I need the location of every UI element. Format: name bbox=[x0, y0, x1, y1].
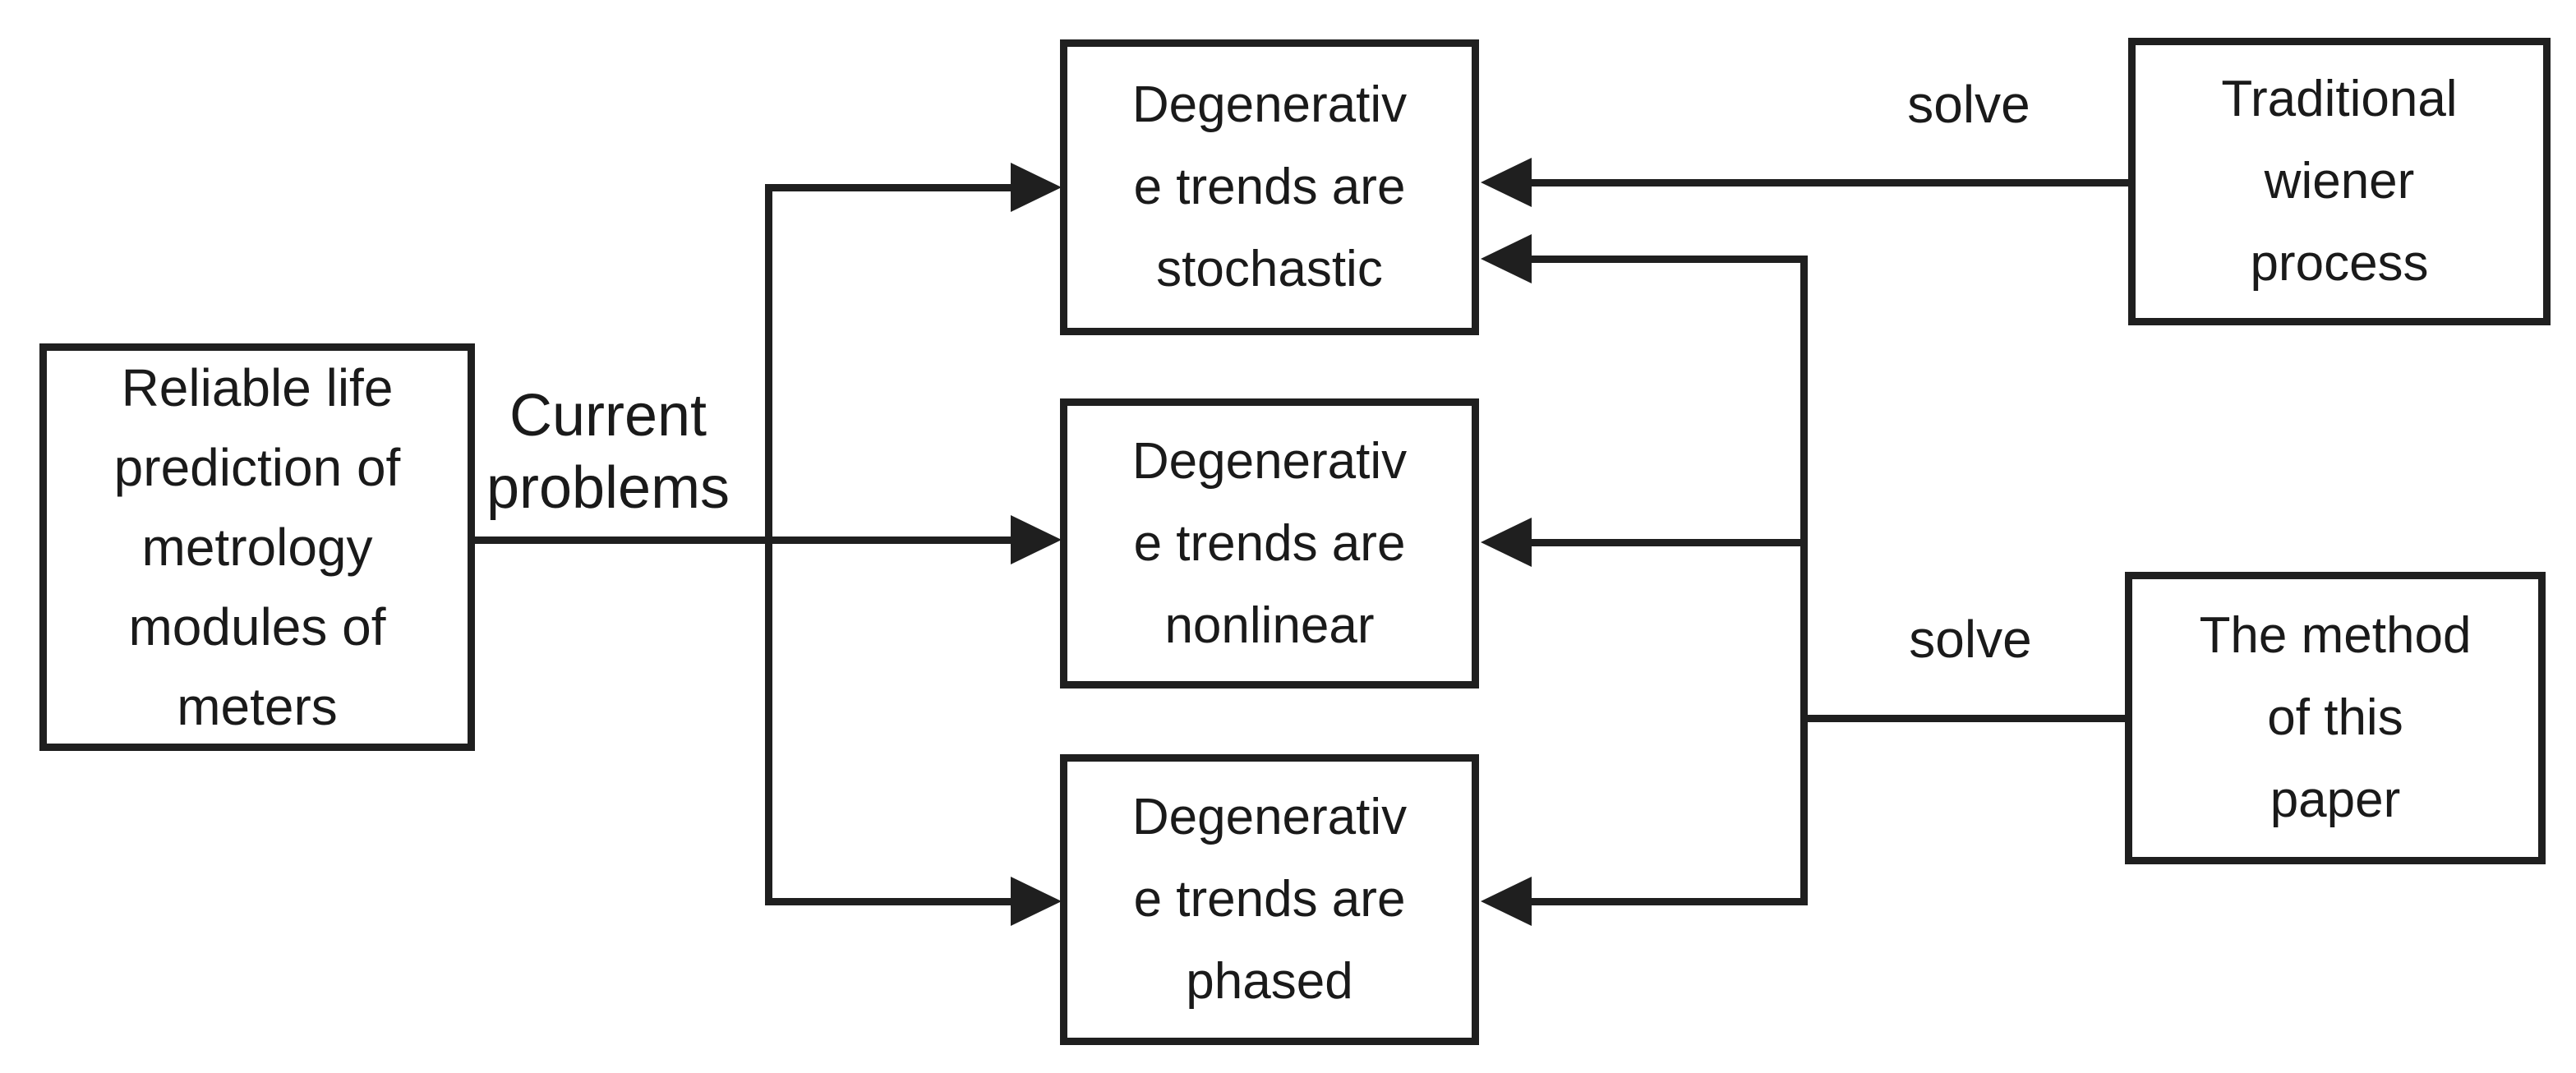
box-text-line: Degenerativ bbox=[1131, 76, 1408, 133]
arrowhead-method-into-stochastic-icon bbox=[1481, 234, 1532, 283]
stochastic-trends-box: Degenerativ e trends are stochastic bbox=[1060, 39, 1479, 335]
box-text-line: Traditional bbox=[2221, 71, 2458, 127]
phased-trends-box: Degenerativ e trends are phased bbox=[1060, 754, 1479, 1045]
method-solve-line bbox=[1800, 715, 2125, 722]
box-text-line: modules of bbox=[128, 596, 386, 656]
trunk-line bbox=[475, 536, 1011, 544]
arrowhead-method-into-phased-icon bbox=[1481, 877, 1532, 926]
box-text-line: prediction of bbox=[113, 437, 401, 497]
box-text-line: process bbox=[2250, 235, 2429, 292]
box-text-line: e trends are bbox=[1133, 159, 1406, 215]
top-branch-line bbox=[765, 184, 1011, 191]
arrowhead-into-phased-left-icon bbox=[1011, 877, 1062, 926]
box-text-line: wiener bbox=[2264, 153, 2415, 210]
traditional-wiener-box: Traditional wiener process bbox=[2128, 38, 2551, 325]
reliable-life-box: Reliable life prediction of metrology mo… bbox=[39, 343, 475, 751]
box-text-line: meters bbox=[177, 676, 338, 736]
box-text-line: e trends are bbox=[1133, 514, 1406, 572]
box-text-line: e trends are bbox=[1133, 871, 1406, 928]
box-text-line: phased bbox=[1186, 953, 1353, 1010]
bottom-branch-line bbox=[765, 898, 1011, 905]
box-text-line: The method bbox=[2199, 607, 2472, 664]
arrowhead-into-nonlinear-left-icon bbox=[1011, 515, 1062, 564]
box-text-line: Reliable life bbox=[121, 357, 394, 417]
paper-method-box: The method of this paper bbox=[2125, 572, 2546, 864]
edge-label-line: Current bbox=[509, 383, 707, 449]
method-vertical-line bbox=[1800, 256, 1808, 905]
nonlinear-trends-box: Degenerativ e trends are nonlinear bbox=[1060, 398, 1479, 688]
method-branch-middle-line bbox=[1532, 539, 1808, 546]
arrowhead-into-stochastic-left-icon bbox=[1011, 163, 1062, 212]
method-branch-bottom-line bbox=[1532, 898, 1808, 905]
box-text-line: Degenerativ bbox=[1131, 432, 1408, 490]
box-text-line: paper bbox=[2270, 771, 2401, 828]
box-text-line: metrology bbox=[141, 517, 373, 577]
arrowhead-into-stochastic-right-icon bbox=[1481, 158, 1532, 207]
current-problems-label: Current problems bbox=[444, 380, 772, 524]
edge-label-line: problems bbox=[486, 455, 730, 521]
split-vertical-line bbox=[765, 184, 772, 905]
box-text-line: Degenerativ bbox=[1131, 789, 1408, 845]
method-branch-top-line bbox=[1532, 256, 1808, 263]
box-text-line: nonlinear bbox=[1164, 596, 1375, 654]
arrowhead-method-into-nonlinear-icon bbox=[1481, 518, 1532, 567]
solve-label-bottom: solve bbox=[1909, 610, 2032, 669]
box-text-line: stochastic bbox=[1156, 241, 1383, 297]
solve-label-top: solve bbox=[1907, 75, 2030, 134]
wiener-solve-line bbox=[1532, 179, 2128, 187]
box-text-line: of this bbox=[2267, 689, 2403, 746]
